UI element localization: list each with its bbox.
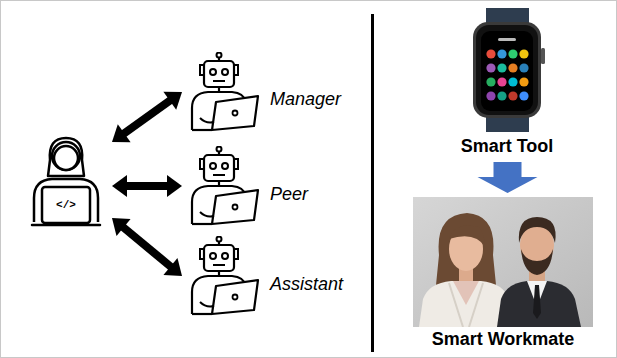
smartwatch-tool: Smart Tool	[440, 8, 575, 160]
person-icon: </>	[30, 132, 106, 228]
block-arrow	[478, 162, 538, 193]
role-label: Assistant	[270, 274, 343, 295]
robot-role-art	[186, 146, 346, 228]
double-arrow	[112, 92, 182, 142]
robot-role: Peer	[186, 146, 346, 228]
role-label: Peer	[270, 184, 308, 205]
role-label: Manager	[270, 89, 341, 110]
double-arrow	[112, 218, 182, 276]
workmate-photo: Smart Workmate	[405, 195, 605, 353]
double-arrow	[112, 175, 182, 197]
divider-line	[371, 14, 374, 352]
robot-role: Manager	[186, 52, 346, 134]
person-icon-art	[30, 132, 106, 228]
caption-label: Smart Tool	[461, 136, 554, 157]
caption-label: Smart Workmate	[432, 329, 575, 350]
robot-role: Assistant	[186, 236, 347, 318]
code-symbol: </>	[56, 199, 76, 212]
